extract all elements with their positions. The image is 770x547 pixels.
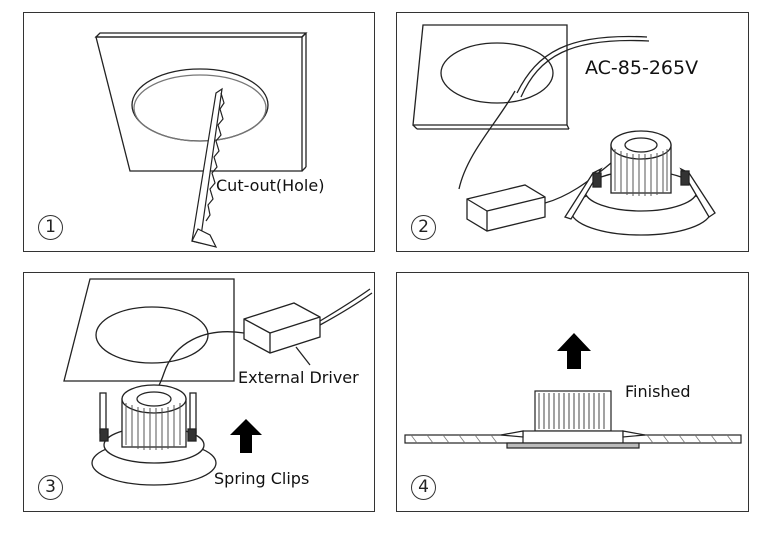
ceiling-board-edge [94,32,308,38]
step-2-panel: AC-85-265V 2 [396,12,749,252]
step-1-illustration [94,32,308,248]
heat-sink [534,390,612,432]
step-number-3: 3 [38,475,63,500]
step-1-panel: Cut-out(Hole) 1 [23,12,375,252]
mains-cable [319,288,371,322]
external-driver-label: External Driver [238,368,359,387]
ceiling-hole [440,42,554,104]
step-number-2: 2 [411,215,436,240]
step-number-1: 1 [38,215,63,240]
ceiling-board [95,36,303,172]
spring-clip-left [99,392,107,434]
step-2-illustration [412,24,716,236]
step-3-illustration [63,278,373,486]
ceiling-board [63,278,235,382]
spring-clip-right [622,430,646,438]
up-arrow-icon [230,419,262,453]
external-driver-box [243,302,321,354]
lamp-cable [544,162,612,204]
spring-clip-right [189,392,197,434]
up-arrow-icon [557,333,591,369]
ceiling-hole [95,306,209,364]
spring-clip-left [564,167,603,220]
driver-box [466,184,546,232]
voltage-label: AC-85-265V [585,57,699,79]
mains-cable [516,35,648,94]
driver-cable [458,90,516,190]
finished-label: Finished [625,382,691,401]
saw-blade-icon [191,87,225,248]
lamp-trim [506,442,640,449]
step-4-panel: Finished 4 [396,272,749,512]
spring-clip-left [500,430,524,438]
cut-out-label: Cut-out(Hole) [216,176,325,195]
step-number-4: 4 [411,475,436,500]
step-4-illustration [404,333,742,449]
lamp-flange [522,430,624,444]
ceiling-board [412,24,568,126]
step-3-panel: External Driver Spring Clips 3 [23,272,375,512]
spring-clips-label: Spring Clips [214,469,310,488]
